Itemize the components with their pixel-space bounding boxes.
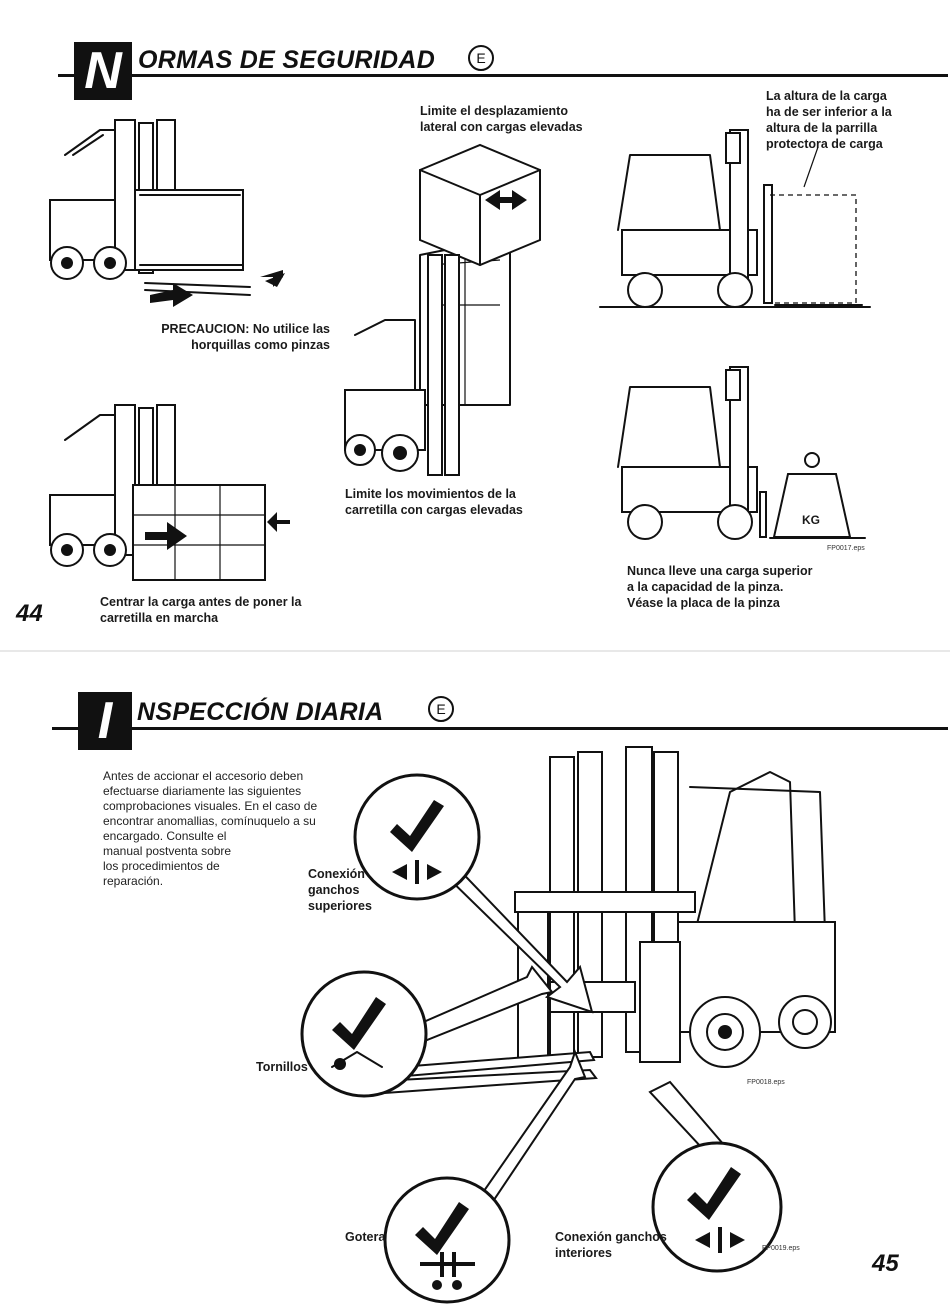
- altura-line2: ha de ser inferior a la: [766, 105, 892, 119]
- language-badge: E: [468, 45, 494, 71]
- header-initial: N: [74, 42, 132, 100]
- forklift-clamp-illustration: [49, 119, 285, 307]
- movimientos-line1: Limite los movimientos de la: [345, 487, 516, 501]
- lateral-caption: Limite el desplazamiento lateral con car…: [420, 103, 620, 135]
- check-upper-hooks-icon: [353, 773, 594, 1014]
- precaucion-line1: No utilice las: [252, 322, 330, 336]
- label-upper-hooks-line2: ganchos: [308, 883, 360, 897]
- centrar-caption: Centrar la carga antes de poner la carre…: [100, 594, 360, 626]
- altura-line4: protectora de carga: [766, 137, 883, 151]
- intro-line: reparación.: [103, 874, 164, 888]
- page-44: N ORMAS DE SEGURIDAD E PRECAUCION: No ut…: [0, 0, 950, 650]
- label-upper-hooks-line3: superiores: [308, 899, 372, 913]
- label-upper-hooks-line1: Conexión: [308, 867, 365, 881]
- lateral-line1: Limite el desplazamiento: [420, 104, 568, 118]
- intro-line: encargado. Consulte el: [103, 829, 227, 843]
- kg-label: KG: [802, 513, 820, 527]
- altura-line1: La altura de la carga: [766, 89, 887, 103]
- forklift-load-height-illustration: [599, 129, 871, 308]
- precaucion-label: PRECAUCION:: [161, 322, 250, 336]
- lateral-line2: lateral con cargas elevadas: [420, 120, 583, 134]
- page-divider: [0, 650, 950, 652]
- header-rule: [58, 74, 948, 77]
- intro-line: encontrar anomallias, comínuquelo a su: [103, 814, 316, 828]
- page-number-left: 44: [16, 600, 43, 627]
- file-ref-1: FP0018.eps: [747, 1079, 785, 1086]
- page-45: I NSPECCIÓN DIARIA E Antes de accionar e…: [0, 652, 950, 1307]
- intro-line: manual postventa sobre: [103, 844, 232, 858]
- intro-line: comprobaciones visuales. En el caso de: [103, 799, 318, 813]
- intro-line: los procedimientos de: [103, 859, 220, 873]
- file-ref-2: FP0019.eps: [762, 1245, 800, 1252]
- language-badge-2: E: [428, 696, 454, 722]
- check-drip-icon: [383, 1049, 587, 1304]
- intro-line: efectuarse diariamente las siguientes: [103, 784, 302, 798]
- label-inner-hooks: Conexión ganchos interiores: [555, 1229, 705, 1261]
- nunca-line1: Nunca lleve una carga superior: [627, 564, 813, 578]
- header-initial-2: I: [78, 692, 132, 750]
- label-bolts: Tornillos: [256, 1060, 308, 1074]
- altura-caption: La altura de la carga ha de ser inferior…: [766, 88, 916, 152]
- nunca-caption: Nunca lleve una carga superior a la capa…: [627, 563, 877, 611]
- label-drip: Gotera: [345, 1230, 386, 1244]
- intro-line: Antes de accionar el accesorio deben: [103, 769, 304, 783]
- check-bolts-icon: [300, 965, 554, 1098]
- movimientos-line2: carretilla con cargas elevadas: [345, 503, 523, 517]
- precaucion-caption: PRECAUCION: No utilice las horquillas co…: [60, 321, 330, 353]
- nunca-line3: Véase la placa de la pinza: [627, 596, 780, 610]
- label-upper-hooks: Conexión ganchos superiores: [308, 866, 388, 914]
- forklift-centered-load-illustration: [49, 404, 290, 581]
- altura-line3: altura de la parrilla: [766, 121, 878, 135]
- label-inner-hooks-line1: Conexión ganchos: [555, 1230, 667, 1244]
- label-inner-hooks-line2: interiores: [555, 1246, 612, 1260]
- centrar-line1: Centrar la carga antes de poner la: [100, 595, 302, 609]
- centrar-line2: carretilla en marcha: [100, 611, 219, 625]
- check-inner-hooks-icon: [648, 1080, 783, 1273]
- forklift-weight-illustration: [617, 366, 866, 540]
- movimientos-caption: Limite los movimientos de la carretilla …: [345, 486, 575, 518]
- precaucion-line2: horquillas como pinzas: [191, 338, 330, 352]
- page-title: ORMAS DE SEGURIDAD: [138, 46, 436, 74]
- page-title-2: NSPECCIÓN DIARIA: [137, 698, 384, 726]
- header-rule-2: [52, 727, 948, 730]
- forklift-elevated-load-illustration: [344, 143, 541, 476]
- nunca-line2: a la capacidad de la pinza.: [627, 580, 784, 594]
- file-ref-top: FP0017.eps: [827, 545, 865, 552]
- page-number-right: 45: [872, 1250, 899, 1277]
- intro-text: Antes de accionar el accesorio deben efe…: [103, 769, 348, 889]
